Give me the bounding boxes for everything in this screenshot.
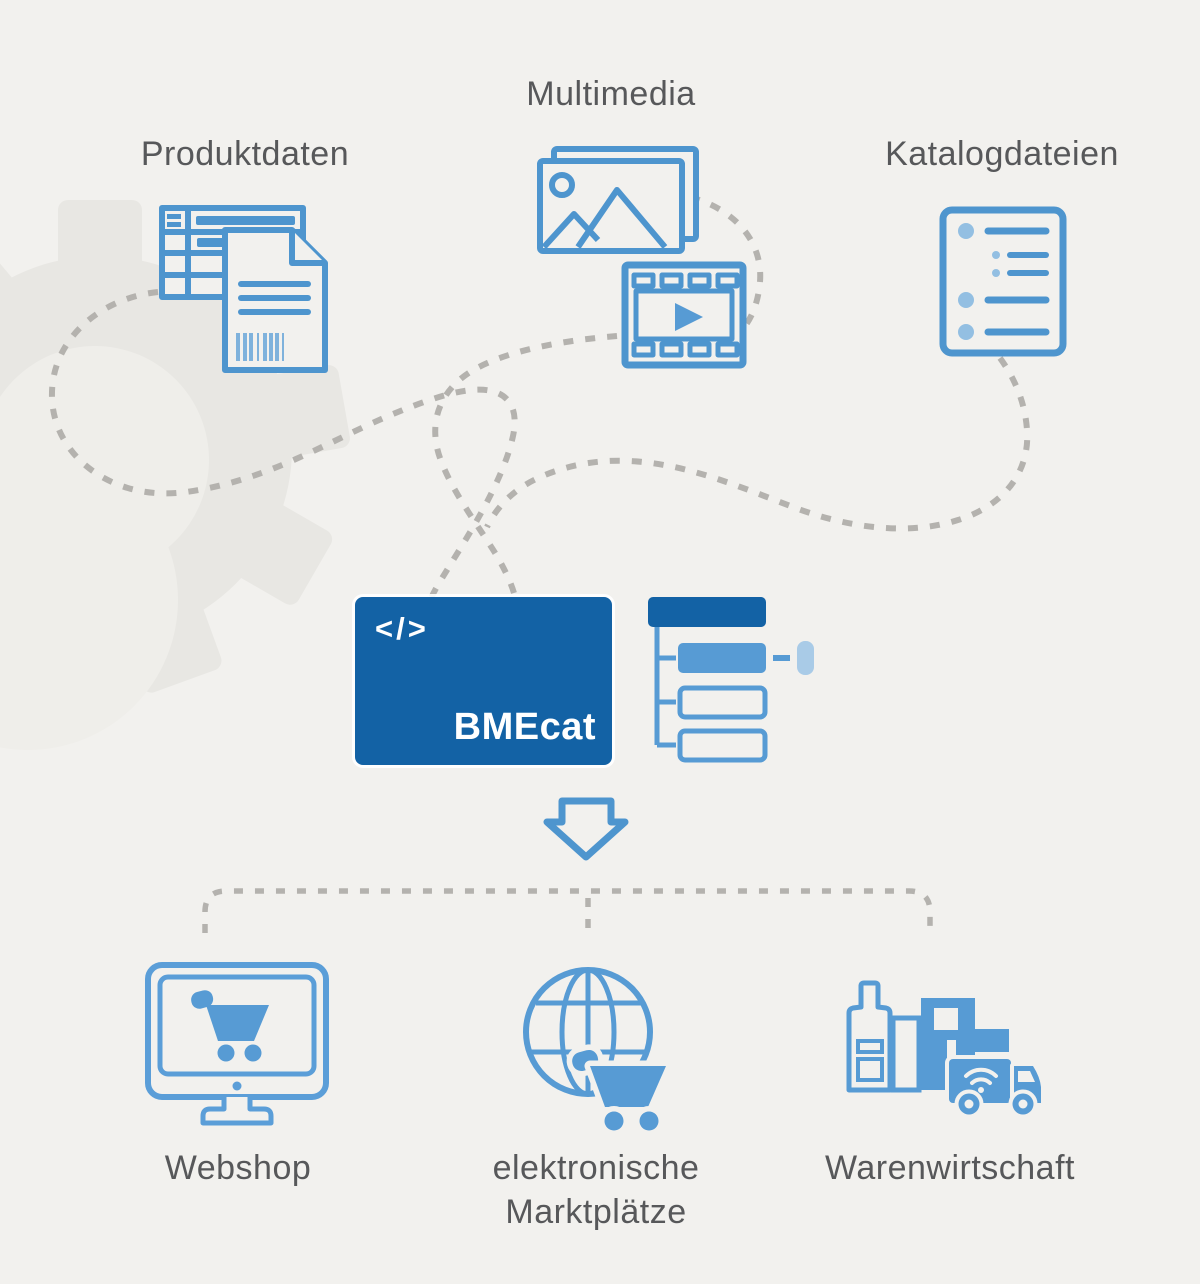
cart-icon [191,990,269,1062]
katalogdateien-label: Katalogdateien [885,135,1119,173]
marktplaetze-label: elektronische Marktplätze [493,1146,700,1234]
list-lines [984,227,1050,336]
warehouse-truck-icon [846,980,1045,1119]
monitor-cart-icon [145,962,329,1126]
multimedia-label: Multimedia [526,75,696,113]
photos-icon [537,146,699,254]
connector-multimedia [432,333,618,602]
delivery-truck-icon [945,1055,1045,1119]
marktplaetze-label-line1: elektronische [492,1149,700,1187]
tree-attribute-pill [797,641,814,675]
wifi-icon [964,1067,998,1093]
produktdaten-label: Produktdaten [140,135,350,173]
list-bullets [958,223,1000,340]
connector-katalogdateien [484,356,1031,532]
globe-cart-icon [523,967,672,1136]
cart-icon [566,1044,672,1136]
webshop-label: Webshop [164,1149,312,1187]
connector-distribution [202,888,933,933]
truck-window [1018,1071,1035,1082]
warenwirtschaft-label: Warenwirtschaft [825,1149,1075,1187]
bmecat-box: </> BMEcat [355,597,612,765]
table-header-bars [167,214,295,247]
xml-tree-icon [648,597,814,763]
play-icon [675,303,703,331]
connector-photo-film [689,194,764,334]
marktplaetze-label-line2: Marktplätze [505,1193,687,1231]
code-icon: </> [375,611,429,646]
catalog-list-icon [939,206,1067,357]
barcode [236,333,284,361]
spreadsheet-document-icon [159,205,328,373]
down-arrow-icon [543,797,629,861]
monitor-stand [200,1097,274,1126]
film-icon [621,261,747,369]
bmecat-label: BMEcat [453,706,596,748]
gear-icon [0,200,350,750]
